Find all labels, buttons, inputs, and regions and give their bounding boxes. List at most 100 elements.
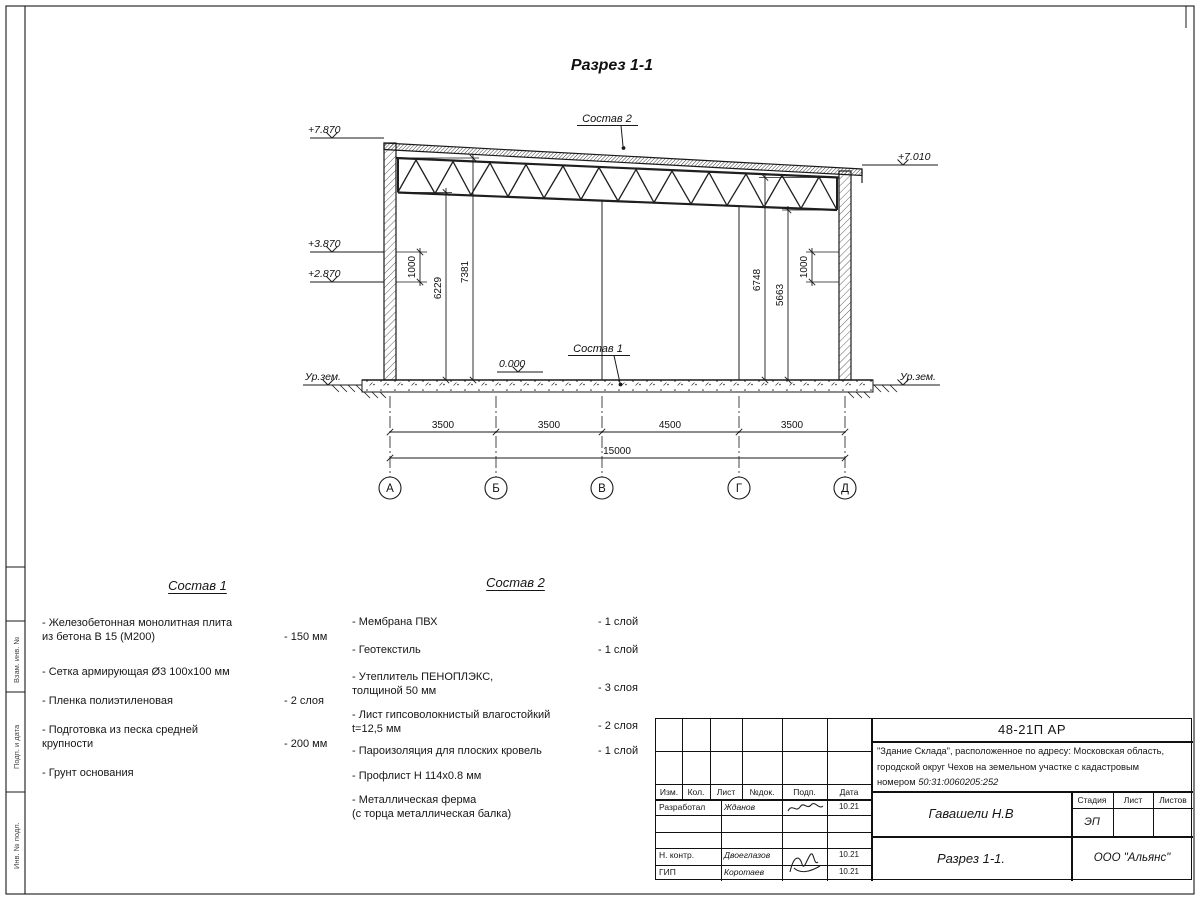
comp2-value-3: - 3 слоя (598, 682, 639, 694)
dim-total-15000: 15000 (603, 446, 631, 457)
dim-4500: 4500 (659, 420, 682, 431)
sheet-label: Лист (1123, 795, 1143, 805)
axis-label-g: Г (736, 483, 743, 495)
dim-6229: 6229 (433, 276, 444, 299)
callout-sostav2: Состав 2 (582, 113, 632, 125)
vertical-dimensions (396, 154, 839, 384)
dim-6748: 6748 (752, 268, 763, 291)
elevation-ground-left: Ур.зем. (304, 371, 341, 383)
role-gip: ГИП (659, 867, 676, 877)
truss-web-diagonals (397, 158, 838, 211)
comp2-item-5: - Пароизоляция для плоских кровель (352, 745, 542, 757)
axis-label-a: А (386, 483, 394, 495)
bottom-dimensions (378, 396, 857, 500)
axis-labels: А Б В Г Д (386, 483, 849, 495)
comp2-item-1: - Мембрана ПВХ (352, 616, 438, 628)
right-wall (838, 170, 852, 381)
title-block: 48-21П АР "Здание Склада", расположенное… (655, 718, 1193, 881)
comp2-item-6: - Профлист Н 114х0.8 мм (352, 770, 482, 782)
stage-value: ЭП (1084, 816, 1100, 828)
col-podp: Подп. (793, 787, 816, 797)
elevation-marks (303, 132, 940, 386)
elevation-roof-right: +7.010 (898, 151, 931, 163)
callout-sostav1: Состав 1 (573, 343, 623, 355)
comp1-value-3: - 2 слоя (284, 695, 325, 707)
comp1-item-2: - Сетка армирующая Ø3 100х100 мм (42, 666, 230, 678)
comp1-item-4: - Подготовка из песка средней крупности (42, 724, 198, 750)
dim-3500-2: 3500 (538, 420, 561, 431)
titleblock-drawing-title: Разрез 1-1. (936, 851, 1006, 866)
col-ndok: №док. (749, 787, 775, 797)
dim-7381: 7381 (460, 260, 471, 283)
dim-1000-right: 1000 (799, 255, 810, 278)
vertical-dimension-labels: 1000 6229 7381 6748 5663 1000 (407, 255, 810, 306)
floor-slab (361, 379, 874, 393)
drawing-sheet-title: Разрез 1-1 (571, 57, 653, 74)
name-developer: Жданов (724, 802, 756, 812)
company-name: ООО "Альянс" (1093, 852, 1171, 864)
composition1-heading: Состав 1 (168, 578, 227, 593)
col-data: Дата (839, 787, 859, 797)
project-line-3: номером 50:31:0060205:252 (877, 777, 999, 787)
comp2-item-3: - Утеплитель ПЕНОПЛЭКС, толщиной 50 мм (352, 671, 494, 697)
elevation-mid-upper: +3.870 (308, 238, 341, 250)
sheets-label: Листов (1159, 795, 1187, 805)
comp2-item-4: - Лист гипсоволокнистый влагостойкий t=1… (352, 709, 551, 735)
comp1-item-3: - Пленка полиэтиленовая (42, 695, 173, 707)
comp2-value-1: - 1 слой (598, 616, 639, 628)
role-ncontrol: Н. контр. (659, 850, 695, 860)
signature-approvers (789, 853, 821, 873)
axis-bubble-b (484, 476, 508, 500)
axis-label-d: Д (841, 483, 849, 495)
elevation-zero: 0.000 (499, 358, 525, 370)
col-izm: Изм. (659, 787, 679, 797)
dim-3500-3: 3500 (781, 420, 804, 431)
comp2-value-5: - 1 слой (598, 745, 639, 757)
roof-truss (395, 156, 840, 380)
bottom-dimension-labels: 3500 3500 4500 3500 15000 (432, 420, 804, 457)
project-line-2: городской округ Чехов на земельном участ… (877, 761, 1140, 772)
composition2-heading: Состав 2 (486, 575, 545, 590)
cadastral-number: 50:31:0060205:252 (918, 777, 999, 787)
axis-bubble-d (833, 476, 857, 500)
stage-label: Стадия (1077, 795, 1107, 805)
comp1-value-4: - 200 мм (284, 738, 328, 750)
sheet-frame (5, 5, 1195, 895)
col-kol: Кол. (687, 787, 705, 797)
axis-label-b: Б (492, 483, 500, 495)
left-wall (383, 142, 397, 381)
comp2-item-2: - Геотекстиль (352, 644, 421, 656)
project-description: "Здание Склада", расположенное по адресу… (877, 744, 1189, 791)
comp2-item-7: - Металлическая ферма (с торца металличе… (352, 794, 512, 820)
date-ncontrol: 10.21 (838, 850, 860, 859)
axis-bubble-g (727, 476, 751, 500)
dim-1000-left: 1000 (407, 255, 418, 278)
chief-name: Гавашели Н.В (928, 806, 1014, 821)
side-stamp-podp-data: Подп. и дата (12, 724, 21, 769)
elevation-roof-left: +7.870 (308, 124, 341, 136)
name-gip: Коротаев (724, 867, 765, 877)
role-developer: Разработал (659, 802, 706, 812)
comp1-value-1: - 150 мм (284, 631, 328, 643)
signature-developer (787, 803, 824, 812)
elevation-labels: +7.870 +3.870 +2.870 Ур.зем. +7.010 Ур.з… (304, 124, 936, 383)
comp1-item-5: - Грунт основания (42, 767, 134, 779)
comp2-value-2: - 1 слой (598, 644, 639, 656)
date-developer: 10.21 (838, 802, 860, 811)
dim-5663: 5663 (775, 283, 786, 306)
elevation-ground-right: Ур.зем. (899, 371, 936, 383)
callout-leaders (568, 125, 638, 387)
dim-3500-1: 3500 (432, 420, 455, 431)
project-line-1: "Здание Склада", расположенное по адресу… (877, 746, 1165, 756)
side-stamp-inv-podl: Инв. № подл. (12, 822, 21, 869)
col-list: Лист (716, 787, 736, 797)
comp2-value-4: - 2 слоя (598, 720, 639, 732)
doc-number: 48-21П АР (997, 722, 1067, 737)
name-ncontrol: Двоеглазов (724, 850, 771, 860)
side-stamp-vzam-inv: Взам. инв. № (12, 636, 21, 683)
axis-bubble-a (378, 476, 402, 500)
axis-label-v: В (598, 483, 606, 495)
date-gip: 10.21 (838, 867, 860, 876)
callout-labels: Состав 2 Состав 1 (573, 113, 632, 355)
